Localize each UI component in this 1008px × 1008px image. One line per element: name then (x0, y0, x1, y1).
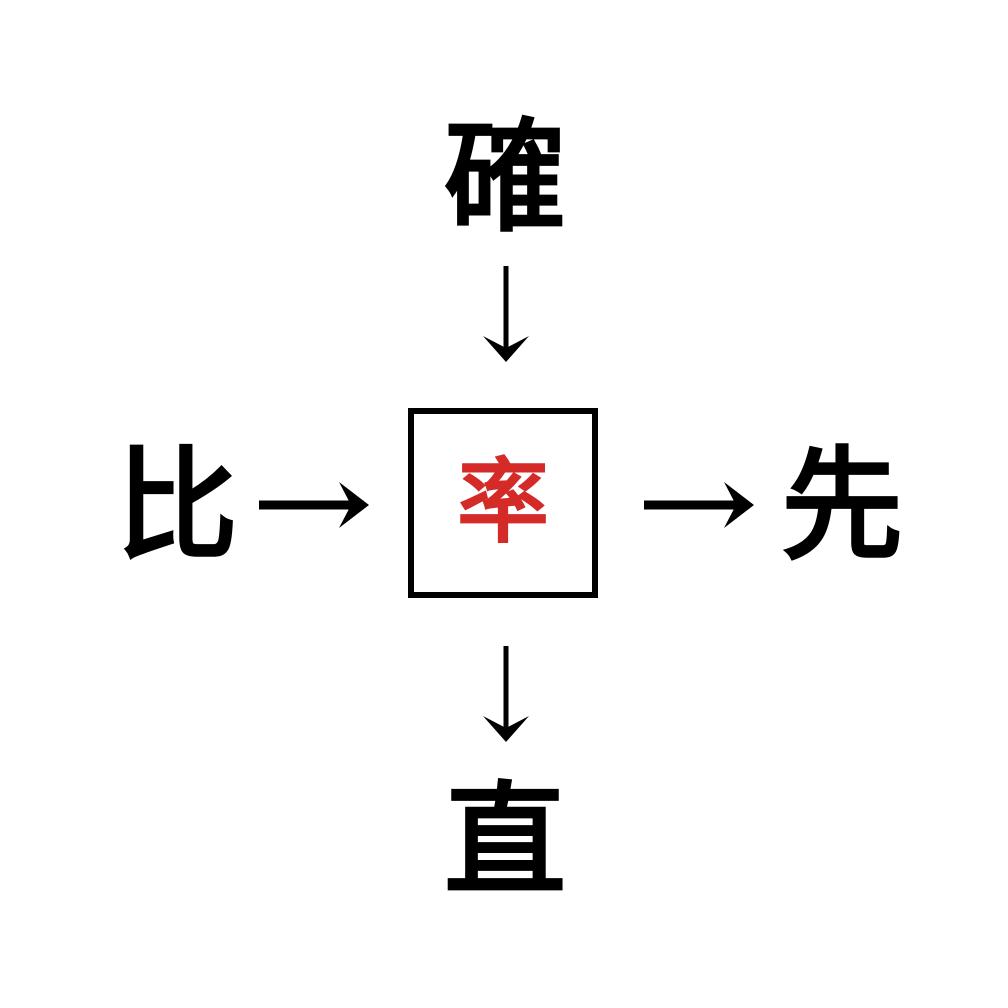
kanji-node-left: 比 (116, 434, 238, 577)
kanji-node-top: 確 (444, 106, 566, 249)
center-kanji-box: 率 (408, 408, 598, 598)
arrow-right-left-side (255, 474, 373, 536)
arrow-down-top (470, 262, 542, 366)
arrow-right-right-side (640, 474, 758, 536)
kanji-node-bottom: 直 (444, 769, 566, 912)
arrow-down-bottom (470, 642, 542, 746)
kanji-node-center: 率 (456, 449, 549, 556)
kanji-node-right: 先 (781, 434, 903, 577)
